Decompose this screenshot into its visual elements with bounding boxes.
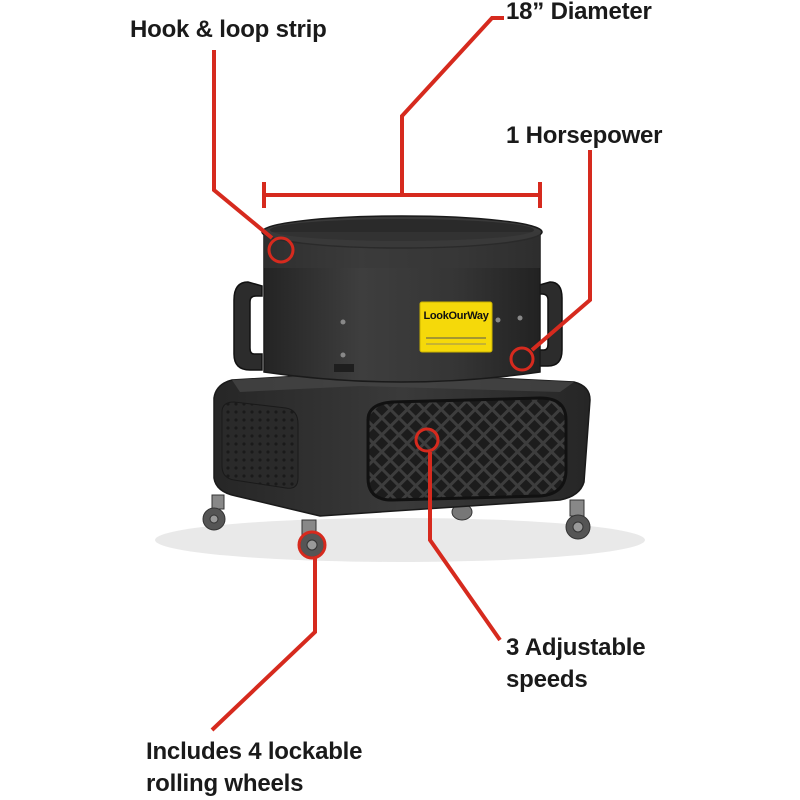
callout-diameter: 18” Diameter bbox=[506, 0, 652, 25]
wheel-front-right bbox=[565, 499, 591, 540]
speeds-leader bbox=[428, 452, 502, 642]
callout-wheels-line1: Includes 4 lockable bbox=[146, 738, 363, 765]
callout-hook-loop: Hook & loop strip bbox=[130, 16, 327, 43]
left-handle bbox=[233, 281, 263, 371]
hook-loop-marker bbox=[267, 236, 295, 264]
horsepower-leader bbox=[530, 150, 592, 352]
front-grill bbox=[366, 396, 568, 502]
wheels-marker bbox=[297, 530, 327, 560]
side-vent bbox=[221, 401, 299, 489]
callout-lines bbox=[210, 16, 592, 732]
brand-label-text: LookOurWay bbox=[423, 310, 489, 322]
wheel-back-left bbox=[202, 494, 226, 531]
horsepower-marker bbox=[509, 346, 535, 372]
brand-label bbox=[419, 301, 493, 353]
hook-loop-leader bbox=[212, 50, 274, 240]
speeds-marker bbox=[414, 427, 440, 453]
diameter-leader bbox=[400, 16, 504, 195]
callout-wheels-line2: rolling wheels bbox=[146, 770, 304, 797]
callout-speeds-line2: speeds bbox=[506, 666, 588, 693]
callout-speeds-line1: 3 Adjustable bbox=[506, 634, 646, 661]
wheels-leader bbox=[210, 558, 317, 732]
floor-shadow bbox=[155, 518, 645, 562]
callout-horsepower: 1 Horsepower bbox=[506, 122, 663, 149]
